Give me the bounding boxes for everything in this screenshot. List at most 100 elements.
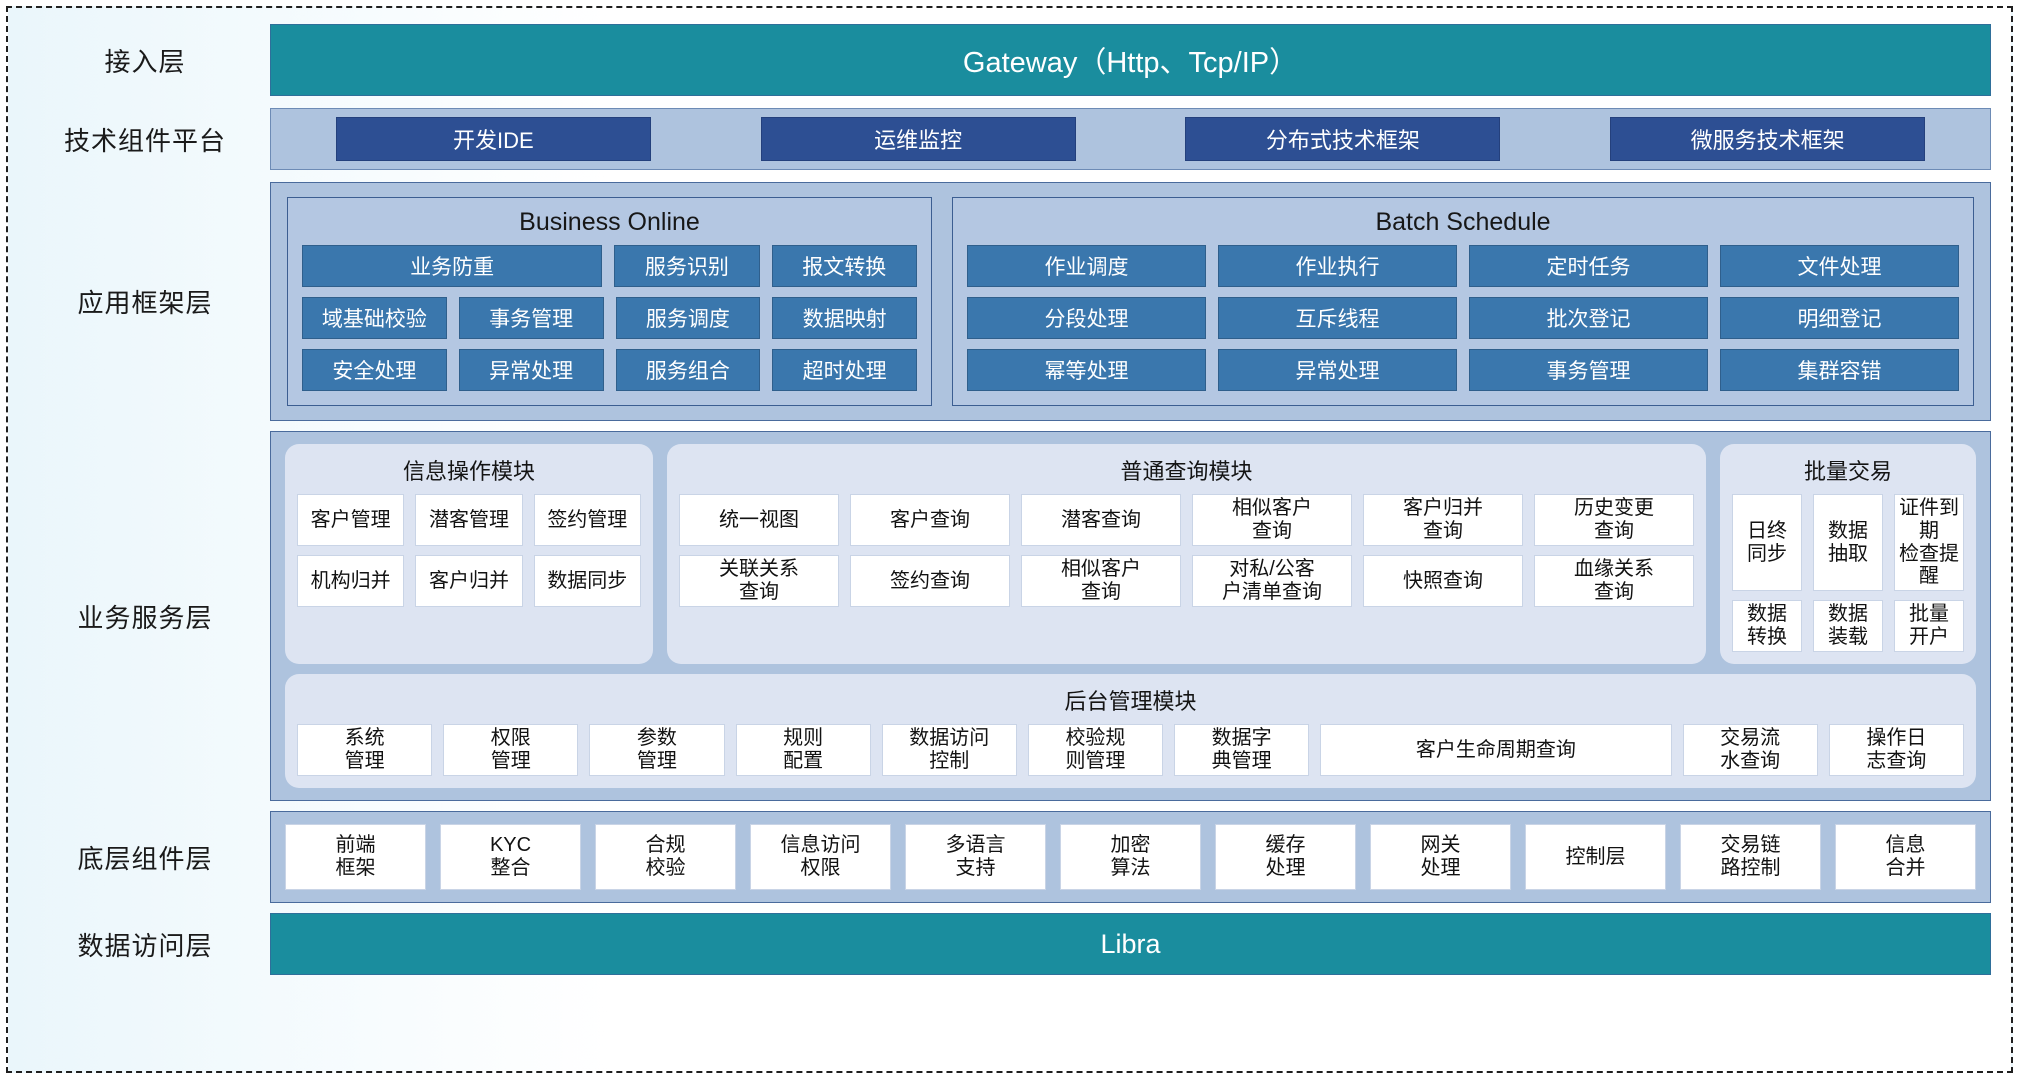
tech-platform-panel: 开发IDE 运维监控 分布式技术框架 微服务技术框架 [270,108,1991,170]
framework-cell-服务识别[interactable]: 服务识别 [614,245,760,287]
framework-cell-超时处理[interactable]: 超时处理 [772,349,917,391]
tech-chip-分布式技术框架[interactable]: 分布式技术框架 [1185,117,1501,161]
component-cell-缓存-处理[interactable]: 缓存处理 [1215,824,1356,891]
admin-cell-操作日-志查询[interactable]: 操作日志查询 [1828,724,1964,777]
business-cell-数据-装载[interactable]: 数据装载 [1813,600,1883,653]
tech-chip-运维监控[interactable]: 运维监控 [760,117,1076,161]
admin-cell-校验规-则管理[interactable]: 校验规则管理 [1027,724,1164,777]
framework-cell-安全处理[interactable]: 安全处理 [302,349,447,391]
spacer [20,801,1991,811]
business-cell-数据-抽取[interactable]: 数据抽取 [1813,494,1883,592]
business-cell-客户归并-查询[interactable]: 客户归并查询 [1363,494,1523,546]
framework-cell-明细登记[interactable]: 明细登记 [1720,297,1959,339]
component-cell-信息-合并[interactable]: 信息合并 [1835,824,1976,891]
component-cell-网关-处理[interactable]: 网关处理 [1370,824,1511,891]
business-cell-客户查询[interactable]: 客户查询 [850,494,1010,546]
business-cell-血缘关系-查询[interactable]: 血缘关系查询 [1534,555,1694,607]
business-cell-对私公客-户清单查询[interactable]: 对私/公客户清单查询 [1192,555,1352,607]
gateway-bar[interactable]: Gateway（Http、Tcp/IP） [270,24,1991,96]
admin-cell-交易流-水查询[interactable]: 交易流水查询 [1682,724,1818,777]
framework-row: 幂等处理异常处理事务管理集群容错 [967,349,1959,391]
business-service-groups: 信息操作模块客户管理潜客管理签约管理机构归并客户归并数据同步普通查询模块统一视图… [285,444,1976,665]
framework-cell-事务管理[interactable]: 事务管理 [1469,349,1708,391]
business-rows: 客户管理潜客管理签约管理机构归并客户归并数据同步 [297,494,641,607]
business-cell-机构归并[interactable]: 机构归并 [297,555,405,607]
admin-cell-规则-配置[interactable]: 规则配置 [735,724,871,777]
framework-cell-文件处理[interactable]: 文件处理 [1720,245,1959,287]
framework-cell-服务调度[interactable]: 服务调度 [615,297,761,339]
framework-cell-数据映射[interactable]: 数据映射 [772,297,917,339]
framework-cell-分段处理[interactable]: 分段处理 [967,297,1206,339]
gateway-bar-label: Gateway（Http、Tcp/IP） [962,47,1299,79]
layer-label-app-framework: 应用框架层 [77,288,213,318]
layer-body-business-service: 信息操作模块客户管理潜客管理签约管理机构归并客户归并数据同步普通查询模块统一视图… [270,431,1991,802]
spacer [20,903,1991,913]
framework-cell-事务管理[interactable]: 事务管理 [458,297,604,339]
component-cell-信息访问-权限[interactable]: 信息访问权限 [750,824,891,891]
layer-business-service: 业务服务层 信息操作模块客户管理潜客管理签约管理机构归并客户归并数据同步普通查询… [20,431,1991,802]
business-cell-批量-开户[interactable]: 批量开户 [1894,600,1964,653]
admin-cell-参数-管理[interactable]: 参数管理 [589,724,725,777]
layer-label-access: 接入层 [104,46,186,77]
business-group-普通查询模块: 普通查询模块统一视图客户查询潜客查询相似客户查询客户归并查询历史变更查询关联关系… [667,444,1706,665]
business-cell-客户管理[interactable]: 客户管理 [297,494,405,546]
framework-group-title: Business Online [519,208,700,236]
framework-cell-定时任务[interactable]: 定时任务 [1469,245,1708,287]
business-cell-统一视图[interactable]: 统一视图 [679,494,839,546]
framework-row: 分段处理互斥线程批次登记明细登记 [967,297,1959,339]
business-group-title: 批量交易 [1803,459,1892,484]
framework-cell-批次登记[interactable]: 批次登记 [1469,297,1708,339]
framework-cell-作业执行[interactable]: 作业执行 [1218,245,1457,287]
business-cell-快照查询[interactable]: 快照查询 [1363,555,1523,607]
admin-module-group: 后台管理模块系统管理权限管理参数管理规则配置数据访问控制校验规则管理数据字典管理… [285,674,1976,789]
framework-cell-幂等处理[interactable]: 幂等处理 [967,349,1206,391]
component-cell-前端-框架[interactable]: 前端框架 [285,824,426,891]
business-group-title: 信息操作模块 [402,459,535,484]
admin-cell-客户生命周期查询[interactable]: 客户生命周期查询 [1320,724,1672,777]
business-cell-日终-同步[interactable]: 日终同步 [1732,494,1802,592]
component-cell-合规-校验[interactable]: 合规校验 [595,824,736,891]
layer-label-business-service: 业务服务层 [77,602,213,633]
component-cell-多语言-支持[interactable]: 多语言支持 [905,824,1046,891]
business-cell-证件到期-检查提醒[interactable]: 证件到期检查提醒 [1894,494,1964,592]
admin-cell-系统-管理[interactable]: 系统管理 [297,724,433,777]
component-cell-交易链-路控制[interactable]: 交易链路控制 [1680,824,1821,891]
layer-body-data-access: Libra [270,913,1991,976]
framework-cell-域基础校验[interactable]: 域基础校验 [302,297,447,339]
admin-cell-数据字-典管理[interactable]: 数据字典管理 [1174,724,1310,777]
business-cell-签约管理[interactable]: 签约管理 [533,494,641,546]
business-cell-关联关系-查询[interactable]: 关联关系查询 [679,555,839,607]
framework-cell-报文转换[interactable]: 报文转换 [771,245,917,287]
framework-cell-作业调度[interactable]: 作业调度 [967,245,1206,287]
layer-data-access: 数据访问层 Libra [20,913,1991,976]
business-rows: 日终同步数据抽取证件到期检查提醒数据转换数据装载批量开户 [1732,494,1964,653]
business-cell-潜客管理[interactable]: 潜客管理 [415,494,523,546]
data-access-bar[interactable]: Libra [270,913,1991,976]
admin-cell-权限-管理[interactable]: 权限管理 [443,724,579,777]
business-cell-相似客户-查询[interactable]: 相似客户查询 [1192,494,1352,546]
tech-chip-微服务技术框架[interactable]: 微服务技术框架 [1610,117,1926,161]
business-cell-客户归并[interactable]: 客户归并 [415,555,523,607]
business-cell-潜客查询[interactable]: 潜客查询 [1021,494,1181,546]
framework-cell-服务组合[interactable]: 服务组合 [615,349,761,391]
framework-cell-异常处理[interactable]: 异常处理 [458,349,604,391]
business-cell-签约查询[interactable]: 签约查询 [850,555,1010,607]
business-cell-数据同步[interactable]: 数据同步 [533,555,641,607]
admin-row: 系统管理权限管理参数管理规则配置数据访问控制校验规则管理数据字典管理客户生命周期… [297,724,1964,777]
framework-cell-异常处理[interactable]: 异常处理 [1218,349,1457,391]
component-cell-控制层[interactable]: 控制层 [1525,824,1666,891]
layer-access: 接入层 Gateway（Http、Tcp/IP） [20,24,1991,96]
business-cell-历史变更-查询[interactable]: 历史变更查询 [1534,494,1694,546]
framework-cell-互斥线程[interactable]: 互斥线程 [1218,297,1457,339]
layer-body-tech-platform: 开发IDE 运维监控 分布式技术框架 微服务技术框架 [270,108,1991,170]
framework-cell-集群容错[interactable]: 集群容错 [1720,349,1959,391]
tech-chip-开发ide[interactable]: 开发IDE [335,117,651,161]
business-cell-数据-转换[interactable]: 数据转换 [1732,600,1802,653]
admin-cell-数据访问-控制[interactable]: 数据访问控制 [881,724,1017,777]
business-cell-相似客户-查询[interactable]: 相似客户查询 [1021,555,1181,607]
component-cell-加密-算法[interactable]: 加密算法 [1060,824,1201,891]
framework-cell-业务防重[interactable]: 业务防重 [302,245,603,287]
